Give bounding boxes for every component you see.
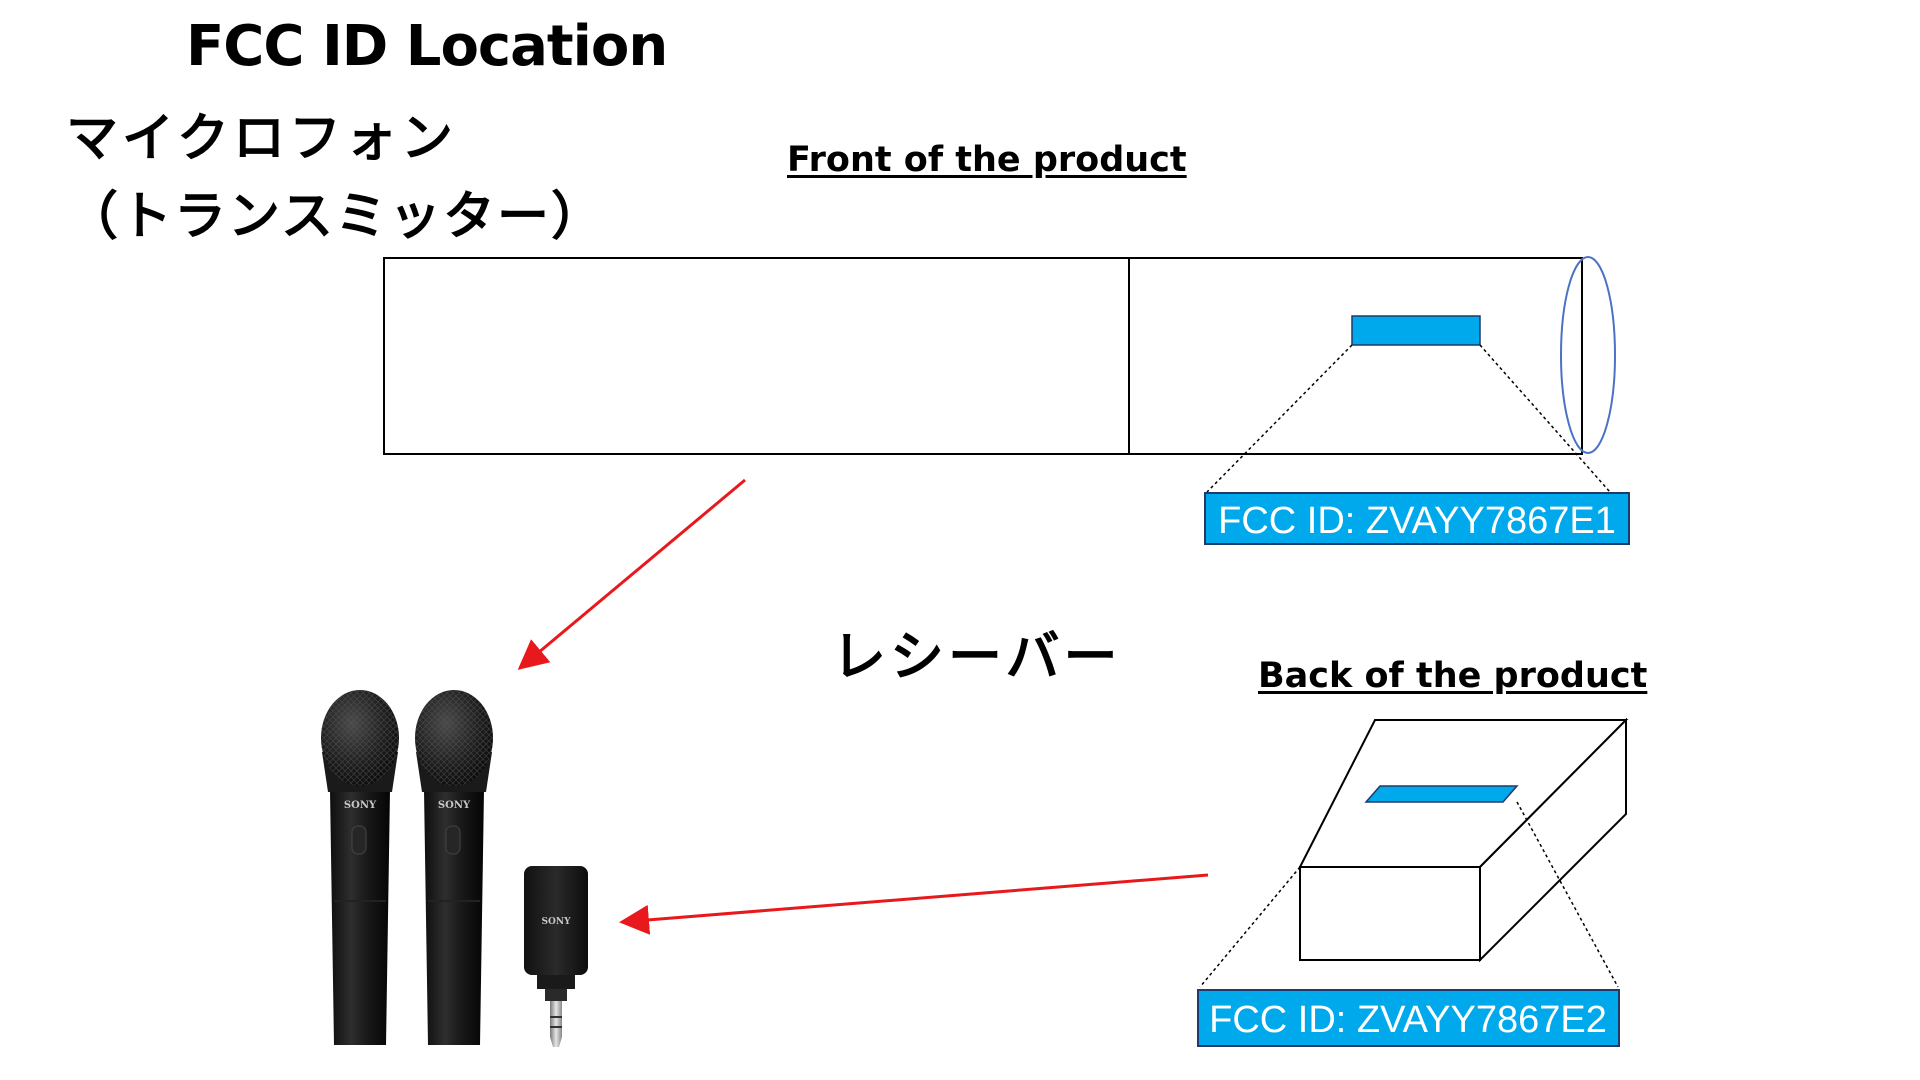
audio-plug [550, 1001, 562, 1037]
zoom-line-left-receiver [1199, 866, 1301, 988]
receiver-illustration: SONY [524, 866, 588, 1047]
power-switch [445, 825, 461, 855]
product-photo: SONY SONY SONY [321, 690, 588, 1047]
brand-logo: SONY [344, 800, 377, 811]
zoom-line-right [1479, 344, 1611, 493]
brand-logo: SONY [542, 917, 572, 927]
microphone-illustration-left: SONY [321, 690, 399, 1045]
arrow-to-receiver [619, 873, 1209, 935]
receiver-heading: レシーバー [832, 625, 1122, 688]
zoom-line-right-receiver [1516, 801, 1619, 988]
microphone-end-cap [1560, 256, 1616, 454]
fcc-id-label-receiver: FCC ID: ZVAYY7867E2 [1197, 989, 1620, 1047]
fcc-id-text-microphone: FCC ID: ZVAYY7867E1 [1218, 500, 1616, 542]
page-title: FCC ID Location [186, 14, 668, 79]
transmitter-subheading: （トランスミッター） [66, 187, 605, 247]
fcc-label-location-marker-receiver [1364, 785, 1519, 803]
zoom-line-left [1206, 344, 1353, 493]
microphone-body-outline [383, 257, 1583, 455]
fcc-id-label-microphone: FCC ID: ZVAYY7867E1 [1204, 492, 1630, 545]
power-switch [351, 825, 367, 855]
microphone-outline [383, 256, 1616, 493]
microphone-illustration-right: SONY [415, 690, 493, 1045]
back-of-product-caption: Back of the product [1258, 656, 1648, 696]
brand-logo: SONY [438, 800, 471, 811]
receiver-body [524, 866, 588, 975]
microphone-heading: マイクロフォン [66, 109, 457, 169]
front-of-product-caption: Front of the product [787, 140, 1187, 180]
fcc-label-location-marker [1351, 315, 1481, 346]
receiver-outline [1199, 717, 1629, 988]
arrow-to-microphones [517, 478, 746, 670]
receiver-front-face [1299, 866, 1481, 961]
fcc-id-text-receiver: FCC ID: ZVAYY7867E2 [1209, 999, 1607, 1041]
